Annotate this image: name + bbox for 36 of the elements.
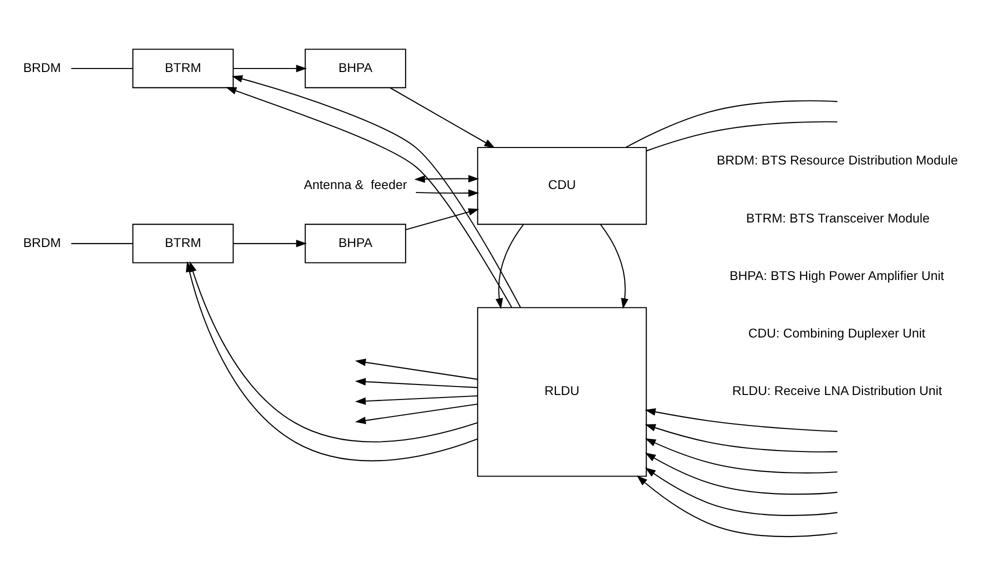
node-text: Antenna & feeder [303, 176, 407, 192]
node-box: BHPA [304, 223, 406, 263]
node-box: BHPA [304, 48, 406, 88]
node-text: BRDM [22, 59, 60, 74]
arrow [405, 208, 479, 230]
arrow [644, 438, 837, 473]
connector [70, 242, 132, 244]
label: BRDM: BTS Resource Distribution Module [716, 152, 958, 168]
label: BHPA: BTS High Power Amplifier Unit [729, 267, 944, 282]
arrow [354, 378, 478, 388]
label: BTRM: BTS Transceiver Module [746, 210, 930, 225]
arrow [644, 466, 837, 516]
arrow [644, 424, 837, 452]
arrow [415, 188, 479, 196]
arrow [495, 224, 524, 309]
arrow [354, 394, 478, 404]
connector [70, 67, 132, 69]
arrow [232, 64, 306, 72]
node-box: BTRM [132, 48, 234, 88]
label: RLDU: Receive LNA Distribution Unit [732, 382, 942, 398]
arrow [414, 174, 479, 182]
arrow [354, 358, 478, 380]
arrow [644, 408, 837, 432]
label: CDU: Combining Duplexer Unit [748, 325, 925, 340]
node-box: RLDU [476, 306, 646, 476]
node-box: BTRM [132, 223, 234, 263]
connector [646, 120, 837, 151]
arrow [636, 475, 837, 537]
arrow [389, 86, 494, 148]
arrow [599, 224, 628, 309]
connector [625, 100, 837, 148]
node-box: CDU [476, 146, 646, 224]
arrow [232, 239, 306, 247]
arrow [644, 452, 837, 494]
arrow [354, 403, 478, 424]
node-text: BRDM [22, 234, 60, 250]
